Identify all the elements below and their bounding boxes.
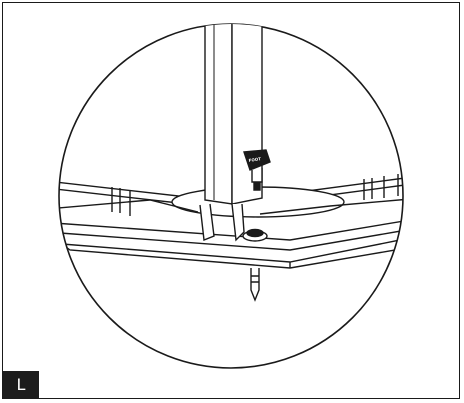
screw-icon: [242, 228, 268, 242]
base-platform: [59, 198, 403, 269]
bottom-peg: [250, 268, 260, 302]
step-label: L: [16, 375, 26, 394]
detail-contents: FOOT: [59, 24, 403, 302]
leveling-foot-icon: FOOT: [243, 149, 271, 191]
foot-label: FOOT: [248, 156, 261, 163]
frame-rail: [59, 174, 403, 216]
step-label-badge: L: [3, 371, 39, 399]
